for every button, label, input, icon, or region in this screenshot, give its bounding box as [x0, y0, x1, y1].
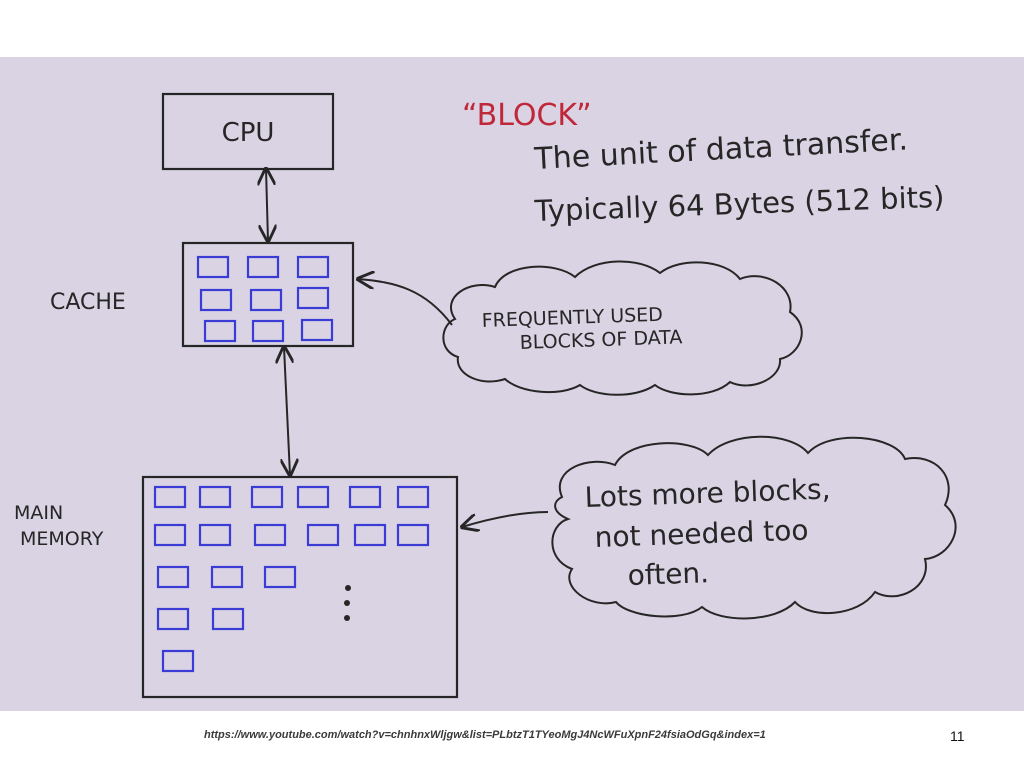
cache-label: CACHE — [50, 290, 126, 315]
memory-note-line1: Lots more blocks, — [584, 472, 831, 514]
data-block — [210, 565, 244, 589]
ellipsis-dot — [345, 585, 351, 591]
data-block — [306, 523, 340, 547]
data-block — [348, 485, 382, 509]
data-block — [211, 607, 245, 631]
main-memory-box — [141, 475, 459, 699]
cache-note-arrow — [358, 279, 453, 326]
data-block — [249, 288, 283, 312]
memory-note-cloud — [551, 435, 957, 620]
main-memory-label-line1: MAIN — [14, 502, 63, 524]
data-block — [263, 565, 297, 589]
data-block — [198, 523, 232, 547]
source-url[interactable]: https://www.youtube.com/watch?v=chnhnxWl… — [204, 729, 766, 741]
data-block — [199, 288, 233, 312]
data-block — [156, 607, 190, 631]
data-block — [253, 523, 287, 547]
block-definition-line2: Typically 64 Bytes (512 bits) — [533, 180, 945, 228]
data-block — [396, 485, 430, 509]
cpu-cache-arrow — [266, 169, 268, 241]
data-block — [396, 523, 430, 547]
data-block — [156, 565, 190, 589]
data-block — [246, 255, 280, 279]
ellipsis-dot — [344, 600, 350, 606]
data-block — [203, 319, 237, 343]
cache-memory-arrow — [284, 347, 290, 475]
diagram-svg: CPU CACHE MAIN MEMORY “BLOCK” The unit o… — [14, 92, 957, 699]
data-block — [196, 255, 230, 279]
data-block — [296, 286, 330, 310]
data-block — [250, 485, 284, 509]
data-block — [153, 485, 187, 509]
page-number: 11 — [950, 728, 965, 744]
memory-blocks — [153, 485, 430, 673]
cpu-label: CPU — [222, 118, 275, 148]
memory-note-line2: not needed too — [594, 514, 809, 554]
cache-box — [181, 241, 355, 348]
whiteboard-diagram: CPU CACHE MAIN MEMORY “BLOCK” The unit o… — [0, 57, 1024, 711]
cpu-box — [161, 92, 335, 171]
data-block — [161, 649, 195, 673]
cache-blocks — [196, 255, 334, 343]
cache-note-line2: BLOCKS OF DATA — [519, 326, 682, 354]
data-block — [296, 485, 330, 509]
data-block — [300, 318, 334, 342]
main-memory-label-line2: MEMORY — [20, 528, 104, 550]
data-block — [251, 319, 285, 343]
ellipsis-dot — [344, 615, 350, 621]
memory-note-line3: often. — [627, 556, 709, 592]
data-block — [198, 485, 232, 509]
memory-note-arrow — [462, 511, 549, 527]
data-block — [153, 523, 187, 547]
data-block — [353, 523, 387, 547]
data-block — [296, 255, 330, 279]
block-title: “BLOCK” — [462, 98, 592, 133]
cache-note-cloud — [442, 260, 803, 396]
